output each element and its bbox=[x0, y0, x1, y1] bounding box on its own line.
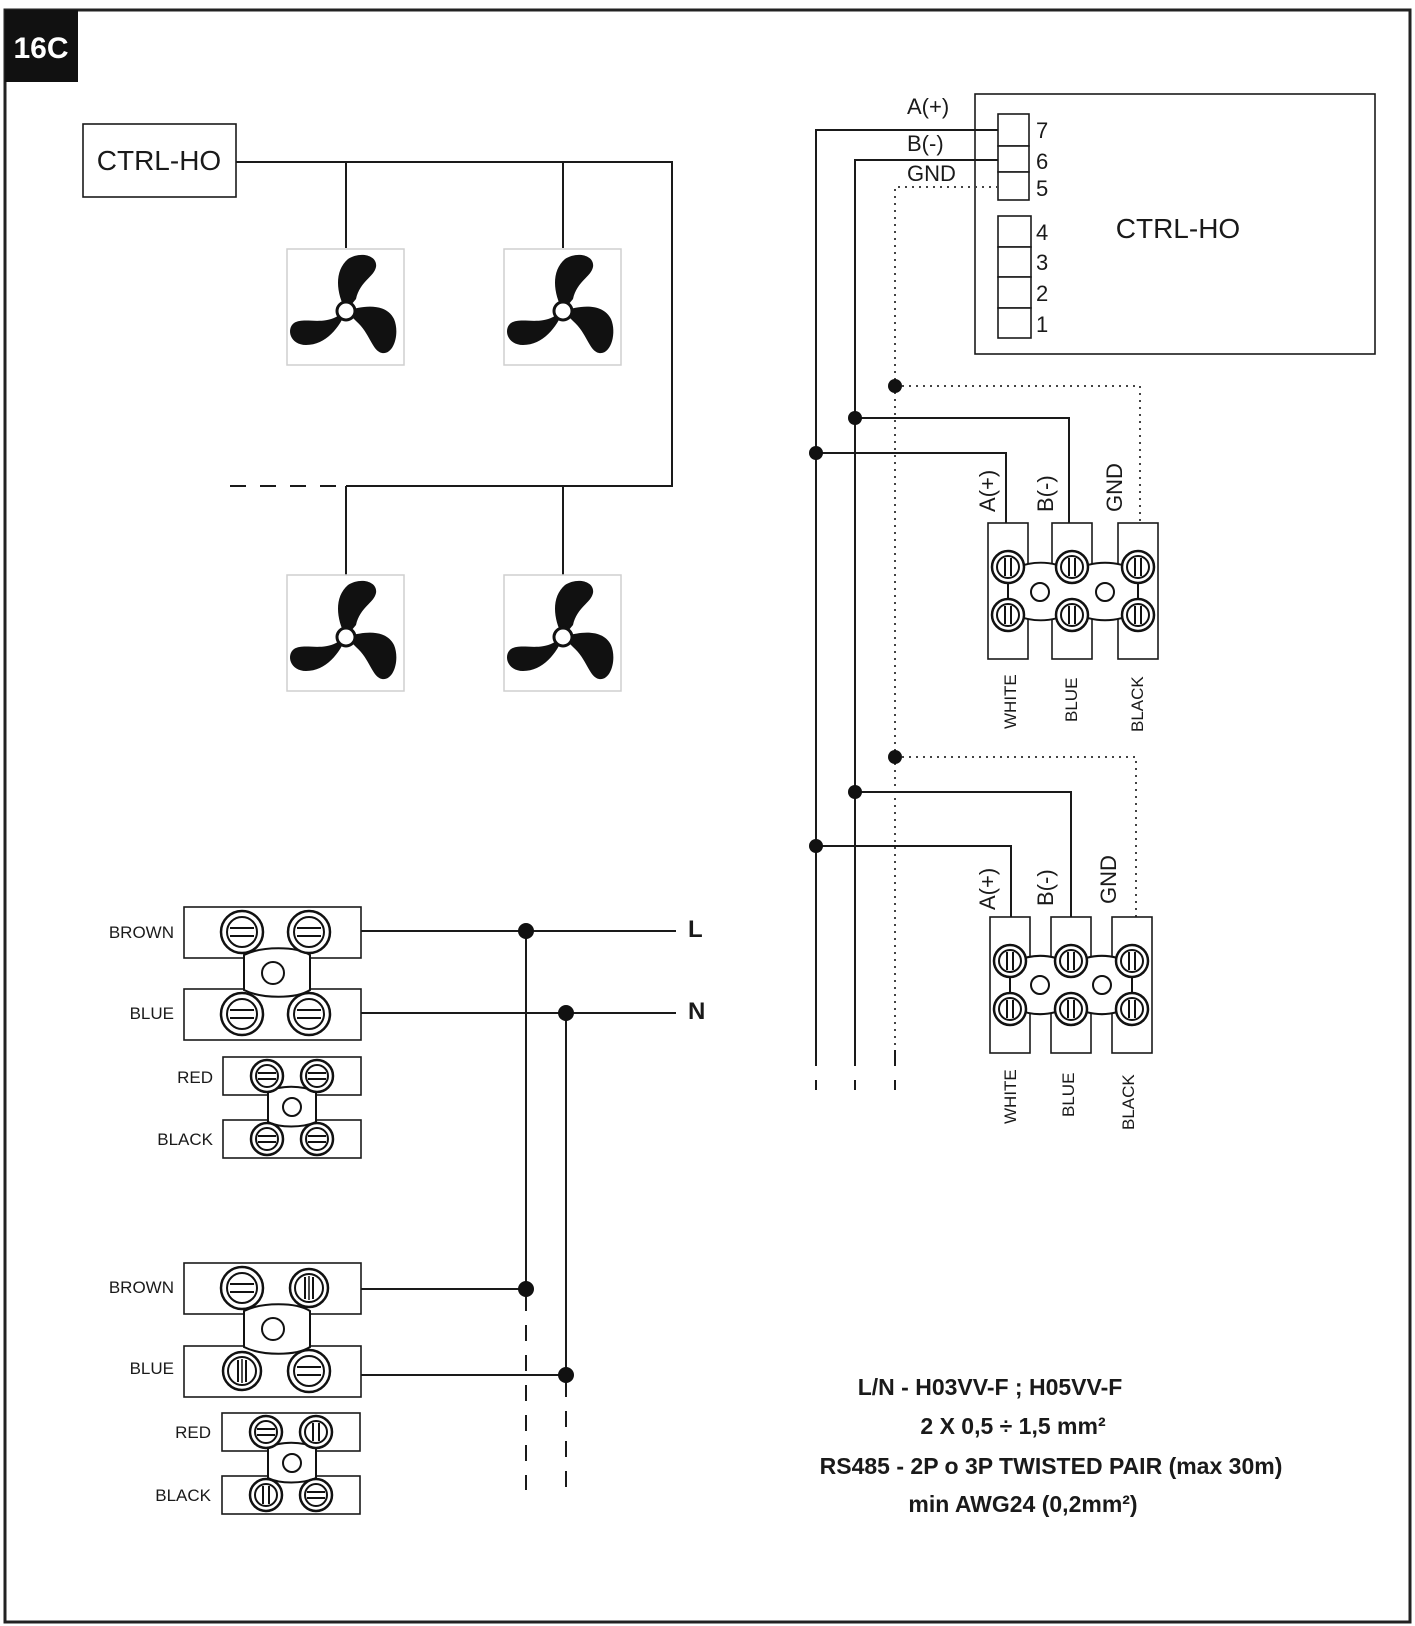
wire-color-label: BLACK bbox=[157, 1130, 213, 1149]
fan-unit bbox=[286, 248, 405, 366]
wire-color-label: BROWN bbox=[109, 923, 174, 942]
terminal-strip-upper bbox=[997, 113, 1030, 201]
terminal-number: 2 bbox=[1036, 281, 1048, 306]
note-line: L/N - H03VV-F ; H05VV-F bbox=[858, 1374, 1123, 1400]
fan-bus-wires bbox=[230, 161, 673, 575]
terminal-number: 5 bbox=[1036, 176, 1048, 201]
bus-label-gnd: GND bbox=[907, 161, 956, 186]
fan-unit bbox=[503, 248, 622, 366]
wire-color-label: BLACK bbox=[155, 1486, 211, 1505]
wire-color-label: BLUE bbox=[130, 1004, 174, 1023]
pin-label: GND bbox=[1096, 855, 1121, 904]
pin-label: GND bbox=[1102, 463, 1127, 512]
wire-color-label: BLUE bbox=[1059, 1073, 1078, 1117]
wire-color-label: BLUE bbox=[1062, 678, 1081, 722]
wire-color-label: WHITE bbox=[1001, 674, 1020, 729]
pin-label: A(+) bbox=[975, 868, 1000, 910]
wire-color-label: WHITE bbox=[1001, 1069, 1020, 1124]
bus-label-b: B(-) bbox=[907, 131, 944, 156]
note-line: RS485 - 2P o 3P TWISTED PAIR (max 30m) bbox=[820, 1453, 1283, 1479]
terminal-strip-lower bbox=[997, 215, 1032, 339]
rs485-terminal-block: A(+) B(-) GND WHITE BLUE BLACK bbox=[975, 463, 1159, 732]
fan-unit bbox=[286, 574, 405, 692]
power-terminal-block: BROWN BLUE RED BLACK bbox=[109, 906, 362, 1159]
mains-wires bbox=[361, 923, 676, 1495]
wire-color-label: BLACK bbox=[1128, 676, 1147, 732]
cable-spec-notes: L/N - H03VV-F ; H05VV-F 2 X 0,5 ÷ 1,5 mm… bbox=[820, 1374, 1283, 1517]
note-line: min AWG24 (0,2mm²) bbox=[908, 1491, 1137, 1517]
wire-color-label: BLUE bbox=[130, 1359, 174, 1378]
mains-neutral-label: N bbox=[688, 998, 705, 1025]
pin-label: A(+) bbox=[975, 470, 1000, 512]
terminal-number: 6 bbox=[1036, 149, 1048, 174]
terminal-number: 4 bbox=[1036, 220, 1048, 245]
wire-color-label: BLACK bbox=[1119, 1074, 1138, 1130]
wire-color-label: RED bbox=[177, 1068, 213, 1087]
fan-unit bbox=[503, 574, 622, 692]
rs485-bus bbox=[809, 129, 1141, 1090]
bus-label-a: A(+) bbox=[907, 94, 949, 119]
controller-right-box bbox=[974, 93, 1376, 355]
controller-right-label: CTRL-HO bbox=[1116, 213, 1240, 244]
terminal-number: 3 bbox=[1036, 250, 1048, 275]
pin-label: B(-) bbox=[1033, 475, 1058, 512]
controller-left-label: CTRL-HO bbox=[97, 145, 221, 176]
controller-left-box bbox=[82, 123, 237, 198]
note-line: 2 X 0,5 ÷ 1,5 mm² bbox=[920, 1413, 1106, 1439]
power-terminal-block: BROWN BLUE RED BLACK bbox=[109, 1262, 362, 1515]
figure-id-badge bbox=[5, 10, 78, 82]
terminal-number: 1 bbox=[1036, 312, 1048, 337]
wire-color-label: BROWN bbox=[109, 1278, 174, 1297]
mains-line-label: L bbox=[688, 916, 703, 943]
wire-color-label: RED bbox=[175, 1423, 211, 1442]
figure-frame bbox=[3, 8, 1412, 1624]
pin-label: B(-) bbox=[1033, 869, 1058, 906]
figure-id: 16C bbox=[13, 32, 68, 65]
rs485-terminal-block: A(+) B(-) GND WHITE BLUE BLACK bbox=[975, 855, 1153, 1130]
terminal-number: 7 bbox=[1036, 118, 1048, 143]
